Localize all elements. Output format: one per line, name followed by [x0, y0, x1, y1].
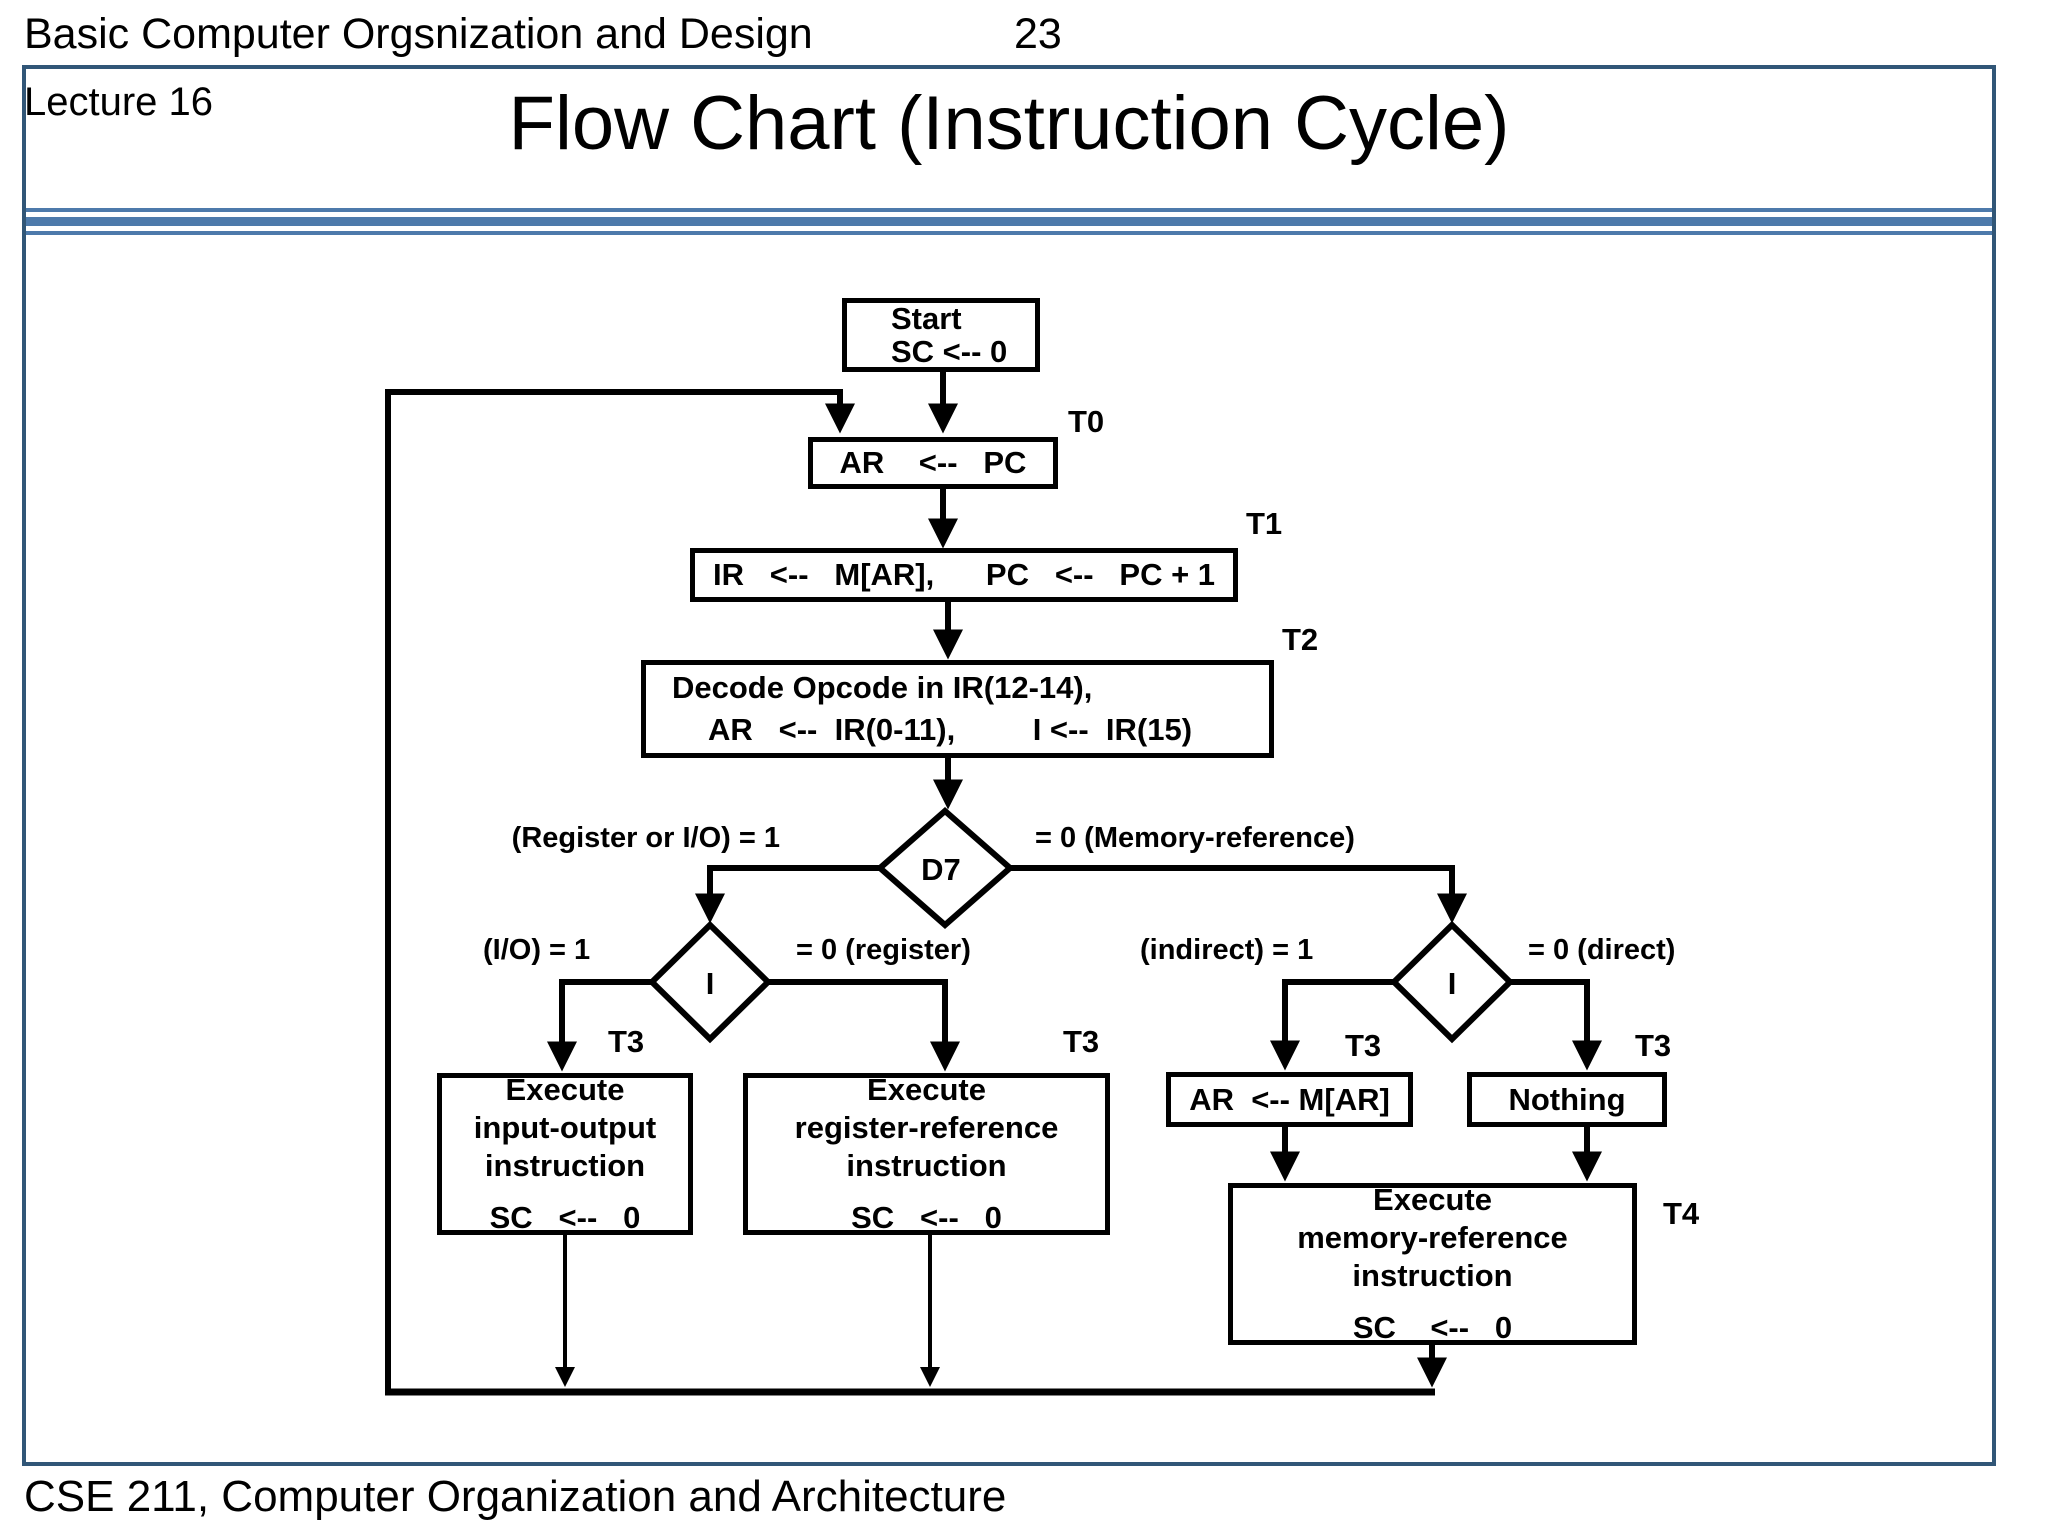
exec-io-line1: Execute [505, 1072, 625, 1107]
exec-mem-line2: memory-reference [1297, 1220, 1568, 1255]
exec-reg-line1: Execute [867, 1072, 986, 1107]
connector-d7-to-i-right [1010, 865, 1467, 924]
decision-i-right-diamond [1389, 920, 1515, 1044]
separator-gap [26, 212, 1992, 217]
node-t0-label: AR <-- PC [839, 445, 1027, 480]
node-start: Start SC <-- 0 [842, 298, 1040, 372]
node-nothing-label: Nothing [1508, 1081, 1626, 1117]
timing-label-t4: T4 [1663, 1196, 1700, 1231]
connector-d7-to-i-left [695, 865, 880, 924]
exec-io-sc: SC <-- 0 [489, 1200, 641, 1235]
separator-stripe-thin-bottom [26, 231, 1992, 235]
decision-i-left-diamond [647, 920, 773, 1044]
node-t1-fetch: IR <-- M[AR], PC <-- PC + 1 [690, 548, 1238, 602]
timing-label-t3-ar-mar: T3 [1345, 1028, 1382, 1063]
timing-label-t3-nothing: T3 [1635, 1028, 1672, 1063]
node-start-line1: Start [891, 301, 962, 336]
slide-title: Flow Chart (Instruction Cycle) [508, 81, 1510, 166]
decision-i-left-label: I [706, 966, 715, 1001]
node-nothing: Nothing [1467, 1072, 1667, 1127]
node-t2-line1: Decode Opcode in IR(12-14), [672, 670, 1093, 705]
node-t2-decode: Decode Opcode in IR(12-14), AR <-- IR(0-… [641, 660, 1274, 758]
connector-i-right-to-nothing [1510, 979, 1602, 1071]
branch-label-memory-reference: = 0 (Memory-reference) [1035, 822, 1355, 854]
exec-mem-line1: Execute [1373, 1182, 1492, 1217]
connector-i-left-to-exec-io [547, 979, 652, 1072]
title-separator [26, 208, 1992, 235]
timing-label-t2: T2 [1282, 622, 1319, 657]
connector-i-right-to-ar-mar [1270, 979, 1394, 1071]
footer-text: CSE 211, Computer Organization and Archi… [24, 1472, 1007, 1521]
branch-label-direct: = 0 (direct) [1528, 934, 1676, 966]
exec-mem-sc: SC <-- 0 [1352, 1310, 1513, 1345]
separator-gap [26, 226, 1992, 231]
header-lecture-label: Lecture 16 [24, 80, 214, 124]
slide-border [22, 65, 1996, 1466]
node-t2-line2: AR <-- IR(0-11), I <-- IR(15) [708, 712, 1193, 747]
connector-loop-back-to-t0 [385, 389, 855, 1392]
separator-stripe-thin-top [26, 208, 1992, 212]
node-execute-memory-reference: Execute memory-reference instruction SC … [1228, 1182, 1637, 1345]
exec-reg-line2: register-reference [794, 1110, 1059, 1145]
branch-label-indirect: (indirect) = 1 [1140, 934, 1314, 966]
timing-label-t3-exec-io: T3 [608, 1024, 645, 1059]
exec-reg-sc: SC <-- 0 [851, 1200, 1002, 1235]
node-t1-label: IR <-- M[AR], PC <-- PC + 1 [712, 557, 1216, 592]
connector-i-left-to-exec-reg [768, 979, 960, 1072]
decision-i-right-label: I [1448, 966, 1457, 1001]
timing-label-t1: T1 [1246, 506, 1283, 541]
exec-io-line2: input-output [473, 1110, 657, 1145]
exec-io-line3: instruction [484, 1148, 646, 1183]
branch-label-register-or-io: (Register or I/O) = 1 [511, 822, 780, 854]
exec-mem-line3: instruction [1352, 1258, 1513, 1293]
decision-d7-label: D7 [921, 852, 961, 887]
node-execute-input-output: Execute input-output instruction SC <-- … [437, 1072, 693, 1235]
timing-label-t0: T0 [1068, 404, 1105, 439]
decision-d7-diamond [875, 807, 1015, 929]
separator-stripe-thick [26, 217, 1992, 226]
branch-label-io: (I/O) = 1 [483, 934, 591, 966]
timing-label-t3-exec-reg: T3 [1063, 1024, 1100, 1059]
exec-reg-line3: instruction [846, 1148, 1007, 1183]
node-execute-register-reference: Execute register-reference instruction S… [743, 1072, 1110, 1235]
header-page-number: 23 [1014, 10, 1062, 58]
node-start-line2: SC <-- 0 [891, 334, 1008, 369]
node-t0-ar-pc: AR <-- PC [808, 437, 1058, 489]
node-ar-mar: AR <-- M[AR] [1166, 1072, 1413, 1127]
header-course-title: Basic Computer Orgsnization and Design [24, 10, 813, 58]
node-ar-mar-label: AR <-- M[AR] [1189, 1081, 1390, 1117]
branch-label-register: = 0 (register) [796, 934, 971, 966]
